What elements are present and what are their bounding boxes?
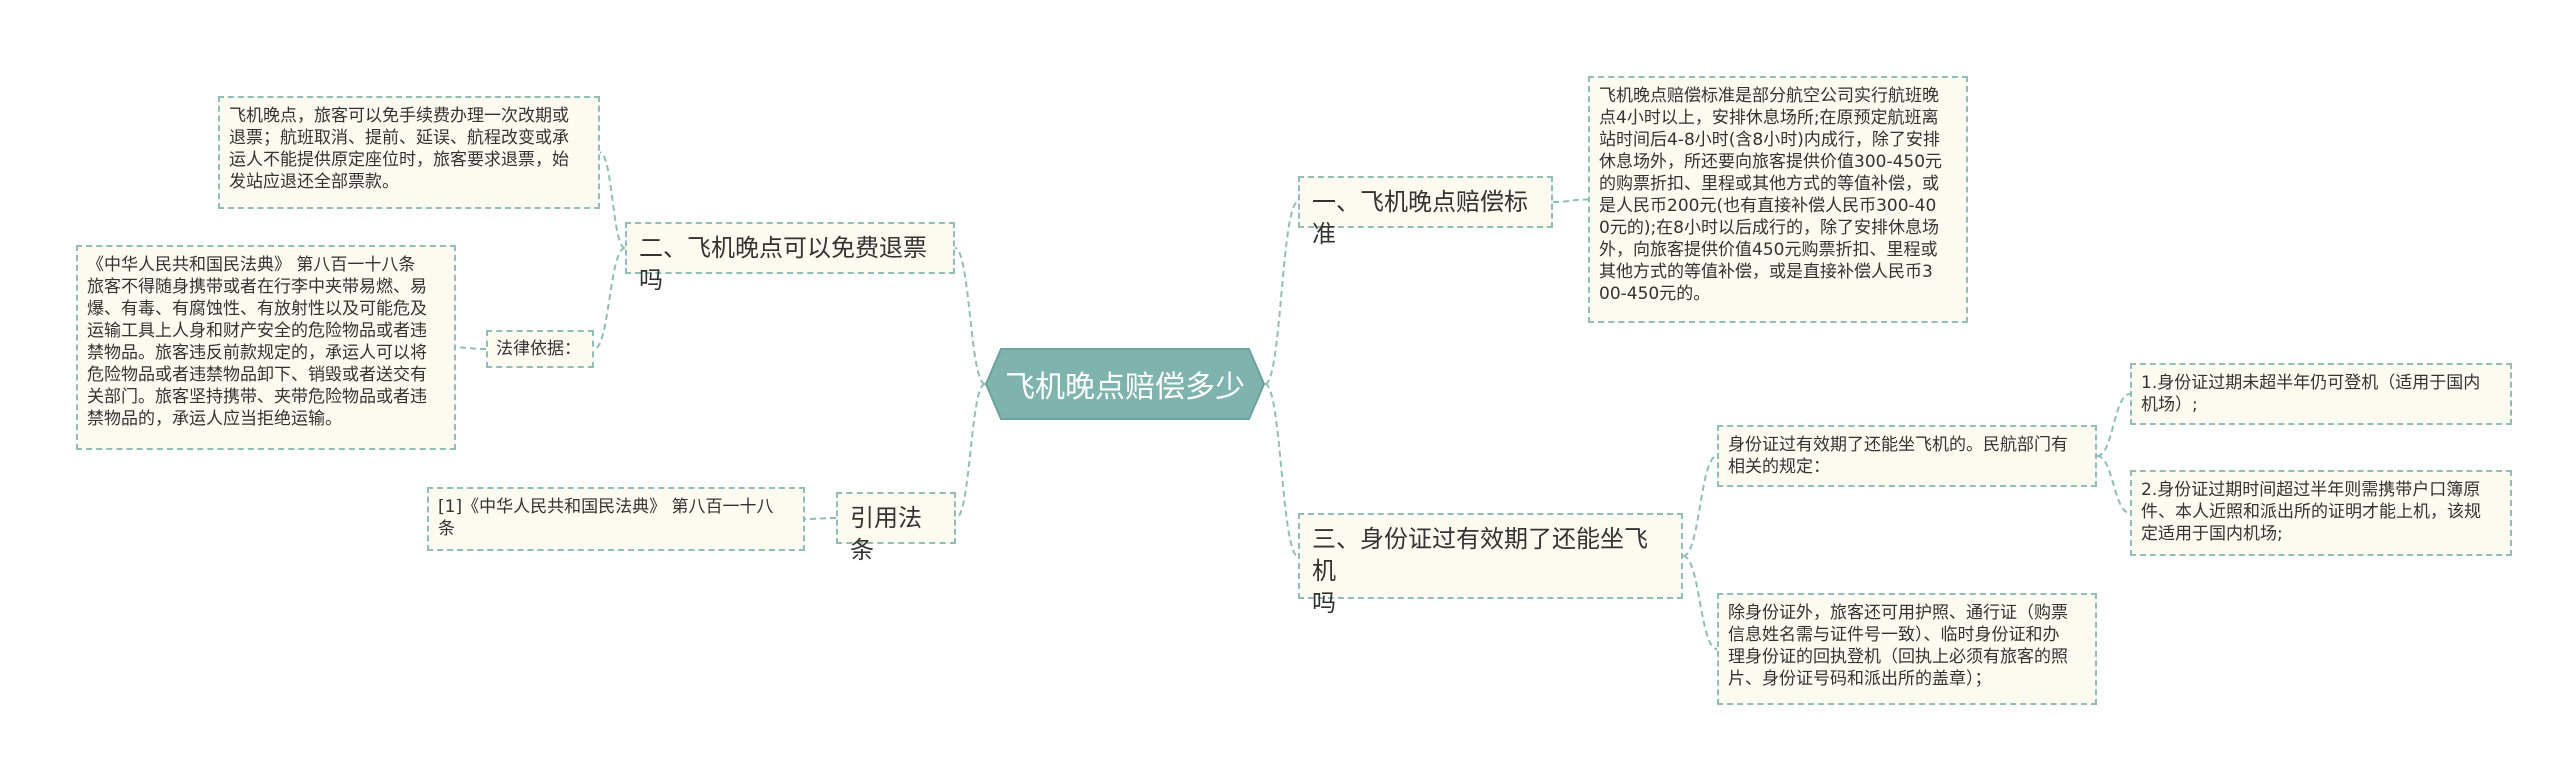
standard-text[interactable]: 飞机晚点赔偿标准是部分航空公司实行航班晚 点4小时以上，安排休息场所;在原预定航… bbox=[1588, 76, 1968, 323]
branch-refund[interactable]: 二、飞机晚点可以免费退票吗 bbox=[625, 222, 955, 294]
connector-idcard-rule-1 bbox=[2096, 393, 2131, 457]
root-topic[interactable]: 飞机晚点赔偿多少 bbox=[985, 348, 1265, 420]
branch-standard[interactable]: 一、飞机晚点赔偿标准 bbox=[1298, 176, 1553, 248]
connector-idcard-rule-2 bbox=[2096, 455, 2131, 514]
branch-idcard[interactable]: 三、身份证过有效期了还能坐飞机 吗 bbox=[1298, 513, 1683, 617]
cite-text[interactable]: [1]《中华人民共和国民法典》 第八百一十八 条 bbox=[427, 487, 805, 551]
idcard-rule-intro[interactable]: 身份证过有效期了还能坐飞机的。民航部门有 相关的规定： bbox=[1717, 425, 2097, 487]
idcard-rule-2[interactable]: 2.身份证过期时间超过半年则需携带户口簿原 件、本人近照和派出所的证明才能上机，… bbox=[2130, 470, 2512, 556]
connector-idcard-alternatives bbox=[1682, 555, 1718, 650]
idcard-rule-1[interactable]: 1.身份证过期未超半年仍可登机（适用于国内 机场）; bbox=[2130, 363, 2512, 425]
connector-branch-refund bbox=[954, 247, 986, 385]
branch-cite[interactable]: 引用法条 bbox=[836, 492, 956, 564]
root-hexagon-shape bbox=[985, 348, 1265, 420]
connector-standard-text bbox=[1552, 198, 1589, 203]
law-label[interactable]: 法律依据： bbox=[486, 330, 594, 368]
refund-note[interactable]: 飞机晚点，旅客可以免手续费办理一次改期或 退票；航班取消、提前、延误、航程改变或… bbox=[218, 96, 600, 209]
connector-branch-cite bbox=[955, 383, 986, 519]
connector-law-label bbox=[593, 247, 626, 350]
connector-idcard-rule-intro bbox=[1682, 455, 1718, 557]
law-text[interactable]: 《中华人民共和国民法典》 第八百一十八条 旅客不得随身携带或者在行李中夹带易燃、… bbox=[76, 245, 456, 450]
root-topic-label: 飞机晚点赔偿多少 bbox=[1005, 370, 1245, 405]
connector-law-text bbox=[455, 346, 487, 350]
connector-branch-idcard bbox=[1264, 383, 1299, 557]
connector-cite-text bbox=[804, 517, 837, 520]
connector-refund-note bbox=[599, 151, 626, 249]
idcard-alternatives[interactable]: 除身份证外，旅客还可用护照、通行证（购票 信息姓名需与证件号一致）、临时身份证和… bbox=[1717, 593, 2097, 705]
connector-branch-standard bbox=[1264, 201, 1299, 385]
